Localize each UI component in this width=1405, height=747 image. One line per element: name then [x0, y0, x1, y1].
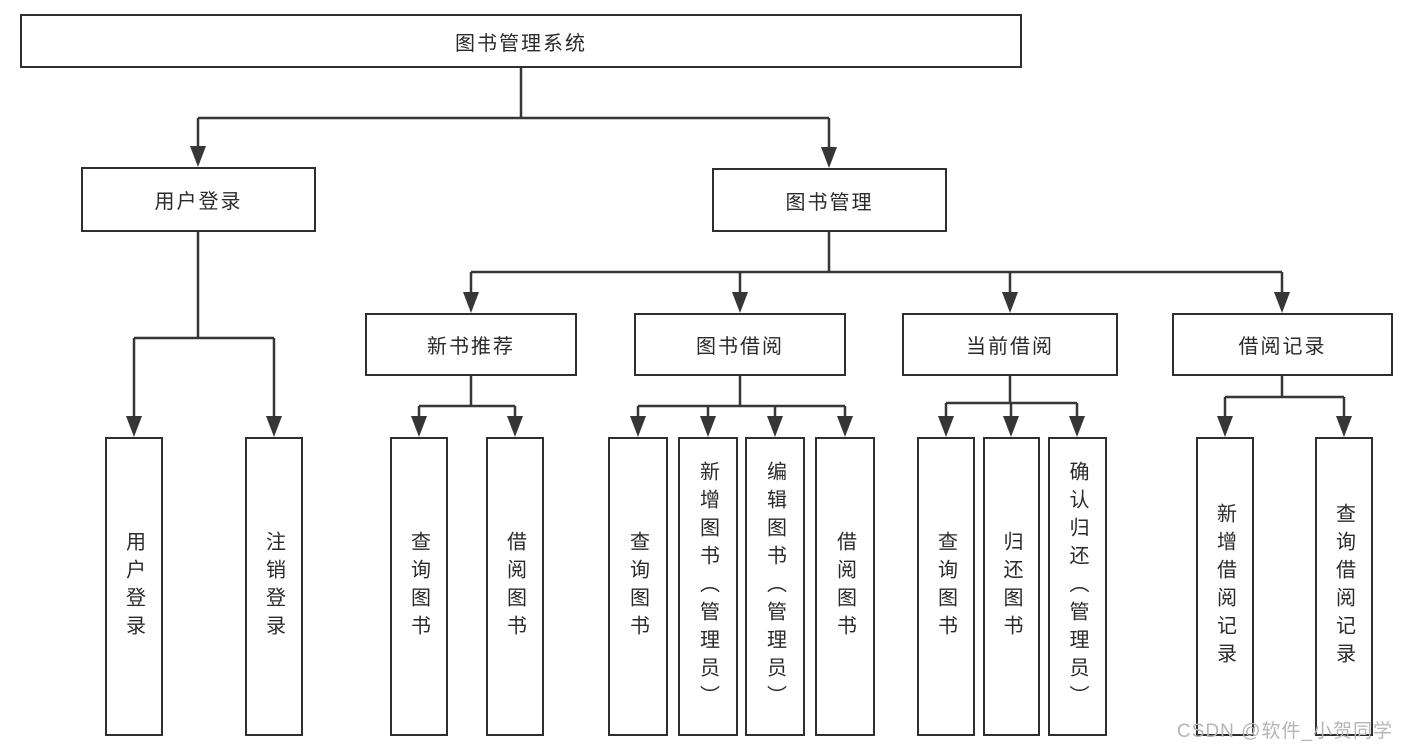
leaf-records-query-record: 查询借阅记录 — [1315, 437, 1373, 736]
connector-root-to-level2 — [190, 68, 837, 168]
leaf-current-query-books: 查询图书 — [917, 437, 975, 736]
leaf-borrow-query-books: 查询图书 — [608, 437, 668, 736]
leaf-records-add-record: 新增借阅记录 — [1196, 437, 1254, 736]
connector-records-to-leaves — [1217, 376, 1352, 437]
leaf-borrow-edit-books-admin: 编辑图书（管理员） — [745, 437, 805, 736]
connector-current-to-leaves — [938, 376, 1085, 437]
node-borrow-records: 借阅记录 — [1172, 313, 1393, 376]
node-user-login: 用户登录 — [81, 167, 316, 232]
connector-recommend-to-leaves — [411, 376, 523, 437]
connector-book-management-to-level3 — [463, 232, 1290, 313]
leaf-current-confirm-return-admin: 确认归还（管理员） — [1048, 437, 1107, 736]
leaf-user-login: 用户登录 — [105, 437, 163, 736]
leaf-current-return-books: 归还图书 — [983, 437, 1040, 736]
node-new-book-recommend: 新书推荐 — [365, 313, 577, 376]
leaf-recommend-borrow-books: 借阅图书 — [486, 437, 544, 736]
leaf-logout: 注销登录 — [245, 437, 303, 736]
csdn-watermark: CSDN @软件_小贺同学 — [1177, 721, 1393, 742]
connector-borrow-to-leaves — [630, 376, 853, 437]
node-book-borrow: 图书借阅 — [634, 313, 846, 376]
leaf-borrow-add-books-admin: 新增图书（管理员） — [678, 437, 738, 736]
leaf-borrow-borrow-books: 借阅图书 — [815, 437, 875, 736]
node-current-borrow: 当前借阅 — [902, 313, 1118, 376]
node-library-system: 图书管理系统 — [20, 14, 1022, 68]
node-book-management: 图书管理 — [712, 168, 947, 232]
connector-user-login-to-leaves — [126, 232, 282, 437]
leaf-recommend-query-books: 查询图书 — [390, 437, 448, 736]
